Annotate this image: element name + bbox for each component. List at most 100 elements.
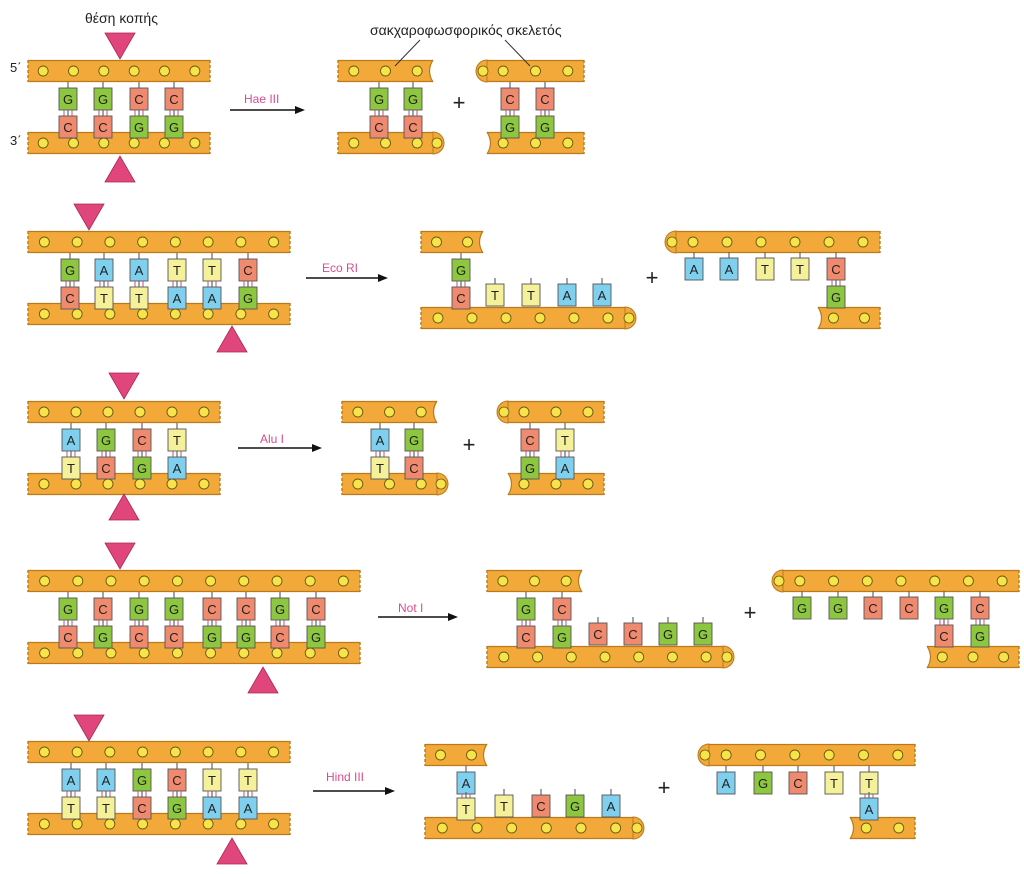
product-bottom-backbone xyxy=(817,306,881,330)
base-C: C xyxy=(451,281,471,310)
bottom-base-C: C xyxy=(93,110,113,139)
phosphate-circle xyxy=(71,236,83,248)
phosphate-circle xyxy=(235,308,247,320)
base-C: C xyxy=(520,423,540,452)
phosphate-circle xyxy=(304,575,316,587)
phosphate-circle xyxy=(189,65,201,77)
base-A: A xyxy=(684,252,704,281)
base-letter: C xyxy=(207,602,216,617)
phosphate-circle xyxy=(268,746,280,758)
base-letter: G xyxy=(408,92,418,107)
base-box xyxy=(719,257,739,281)
base-letter: A xyxy=(135,263,144,278)
phosphate-circle xyxy=(530,137,541,149)
bottom-base-T: T xyxy=(96,791,116,820)
base-letter: T xyxy=(561,433,569,448)
phosphate-circle xyxy=(860,822,872,834)
phosphate-circle xyxy=(415,478,427,490)
base-letter: T xyxy=(208,773,216,788)
phosphate-circle xyxy=(268,308,280,320)
backbone-strip xyxy=(28,473,220,495)
phosphate-circle xyxy=(337,647,349,659)
phosphate-circle xyxy=(205,575,217,587)
phosphate-circle xyxy=(500,312,512,324)
phosphate-circle xyxy=(936,651,948,663)
top-base-G: G xyxy=(60,253,80,282)
base-G: G xyxy=(693,617,713,646)
base-letter: C xyxy=(172,773,181,788)
base-letter: G xyxy=(98,92,108,107)
base-letter: G xyxy=(663,627,673,642)
base-G: G xyxy=(535,110,555,139)
base-C: C xyxy=(934,619,954,648)
bottom-backbone xyxy=(27,472,221,496)
base-box xyxy=(494,794,514,818)
base-C: C xyxy=(970,591,990,620)
phosphate-circle xyxy=(104,818,116,830)
bottom-base-G: G xyxy=(164,110,184,139)
backbone-strip xyxy=(425,744,487,766)
phosphate-circle xyxy=(235,818,247,830)
base-letter: A xyxy=(722,776,731,791)
phosphate-circle xyxy=(962,575,974,587)
phosphate-circle xyxy=(893,822,905,834)
base-box xyxy=(451,286,471,310)
top-base-T: T xyxy=(167,253,187,282)
product-top-backbone xyxy=(496,400,605,424)
cut-site-marker-top xyxy=(73,714,105,742)
base-letter: T xyxy=(761,262,769,277)
base-C: C xyxy=(863,591,883,620)
top-base-G: G xyxy=(93,82,113,111)
phosphate-circle xyxy=(895,575,907,587)
base-box xyxy=(270,625,290,649)
cut-site-marker-top xyxy=(104,32,136,60)
bottom-base-G: G xyxy=(167,791,187,820)
base-letter: C xyxy=(98,602,107,617)
base-letter: A xyxy=(865,802,874,817)
bottom-base-T: T xyxy=(94,281,114,310)
product-bottom-backbone xyxy=(486,645,735,669)
base-letter: C xyxy=(243,263,252,278)
top-base-G: G xyxy=(58,82,78,111)
base-G: G xyxy=(500,110,520,139)
base-box xyxy=(859,797,879,821)
strand-cut-end xyxy=(432,400,438,424)
base-box xyxy=(565,794,585,818)
phosphate-circle xyxy=(137,308,149,320)
base-letter: A xyxy=(563,288,572,303)
product-top-backbone xyxy=(486,569,583,593)
base-box xyxy=(557,283,577,307)
base-box xyxy=(202,286,222,310)
plus-sign: + xyxy=(463,432,476,457)
plus-sign: + xyxy=(658,775,671,800)
phosphate-circle xyxy=(599,651,611,663)
top-base-C: C xyxy=(93,592,113,621)
phosphate-circle xyxy=(189,137,201,149)
base-box xyxy=(716,771,736,795)
base-box xyxy=(202,796,222,820)
bottom-base-C: C xyxy=(164,620,184,649)
phosphate-circle xyxy=(497,137,509,149)
base-C: C xyxy=(788,766,808,795)
phosphate-circle xyxy=(828,575,840,587)
base-C: C xyxy=(588,617,608,646)
top-backbone xyxy=(27,59,211,83)
phosphate-circle xyxy=(268,818,280,830)
phosphate-end xyxy=(435,478,447,490)
product-top-backbone xyxy=(697,743,916,767)
base-letter: C xyxy=(134,92,143,107)
base-letter: C xyxy=(63,120,72,135)
top-base-A: A xyxy=(61,763,81,792)
base-letter: G xyxy=(137,773,147,788)
bottom-backbone xyxy=(27,302,291,326)
base-letter: C xyxy=(408,120,417,135)
base-letter: C xyxy=(904,601,913,616)
base-letter: G xyxy=(207,630,217,645)
product-top-backbone xyxy=(341,400,438,424)
product-top-backbone xyxy=(771,569,1020,593)
phosphate-circle xyxy=(633,651,645,663)
base-G: G xyxy=(520,451,540,480)
phosphate-circle xyxy=(71,818,83,830)
enzyme-label-alu-i: Alu I xyxy=(260,432,285,446)
phosphate-circle xyxy=(198,478,210,490)
